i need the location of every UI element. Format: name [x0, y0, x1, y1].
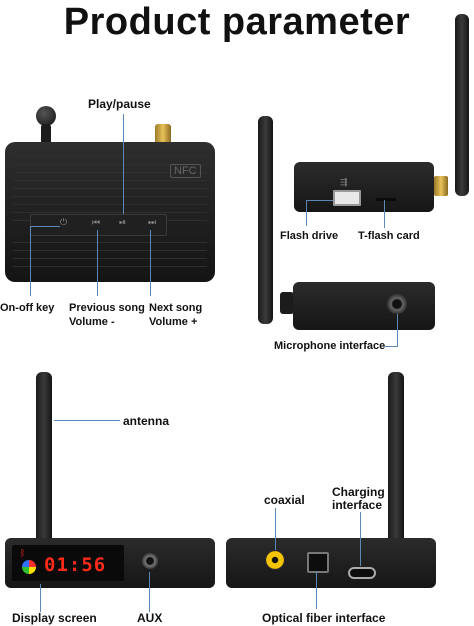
- antenna-label: antenna: [123, 414, 170, 428]
- device-body-top: [5, 142, 215, 282]
- antenna-rear: [388, 372, 404, 572]
- microphone-jack[interactable]: [387, 294, 407, 314]
- antenna-left-mid: [258, 116, 273, 324]
- charging-label-2: interface: [332, 498, 383, 512]
- next-icon[interactable]: ⏭: [148, 218, 157, 228]
- color-wheel-icon: [22, 560, 36, 574]
- nfc-label: NFC: [170, 164, 201, 178]
- antenna-knob: [36, 106, 56, 126]
- tf-card-slot[interactable]: [376, 198, 396, 201]
- display-screen-label: Display screen: [12, 611, 97, 625]
- usb-port[interactable]: [333, 190, 361, 206]
- charging-label-1: Charging: [332, 485, 385, 499]
- flash-drive-label: Flash drive: [280, 230, 339, 242]
- aux-label: AUX: [137, 611, 163, 625]
- side-box-usb: [294, 162, 434, 212]
- button-strip: [30, 214, 167, 236]
- device-body-rear: [226, 538, 436, 588]
- page-title: Product parameter: [63, 1, 411, 43]
- display-digits: 01:56: [44, 554, 107, 576]
- optical-label: Optical fiber interface: [262, 611, 386, 625]
- antenna-joint: [41, 124, 51, 146]
- tflash-card-label: T-flash card: [358, 230, 420, 242]
- play-pause-icon[interactable]: ⏯: [119, 218, 127, 228]
- antenna-right-top: [455, 14, 469, 196]
- power-icon[interactable]: ⏻: [60, 218, 68, 228]
- previous-icon[interactable]: ⏮: [92, 218, 101, 228]
- coaxial-port[interactable]: [265, 550, 285, 570]
- coaxial-label: coaxial: [264, 493, 305, 507]
- antenna-front: [36, 372, 52, 552]
- bluetooth-icon: ᛒ: [20, 548, 26, 558]
- previous-song-label: Previous song: [69, 302, 145, 314]
- aux-jack[interactable]: [142, 553, 158, 569]
- next-song-label: Next song: [149, 302, 203, 314]
- side-box-mic: [293, 282, 435, 330]
- optical-port[interactable]: [307, 552, 329, 573]
- play-pause-label: Play/pause: [88, 97, 151, 111]
- rca-side: [434, 176, 448, 196]
- usb-c-port[interactable]: [348, 567, 376, 579]
- volume-down-label: Volume -: [69, 316, 115, 328]
- volume-up-label: Volume +: [149, 316, 198, 328]
- usb-icon: ⇶: [340, 178, 348, 188]
- on-off-label: On-off key: [0, 302, 55, 314]
- microphone-label: Microphone interface: [274, 340, 386, 352]
